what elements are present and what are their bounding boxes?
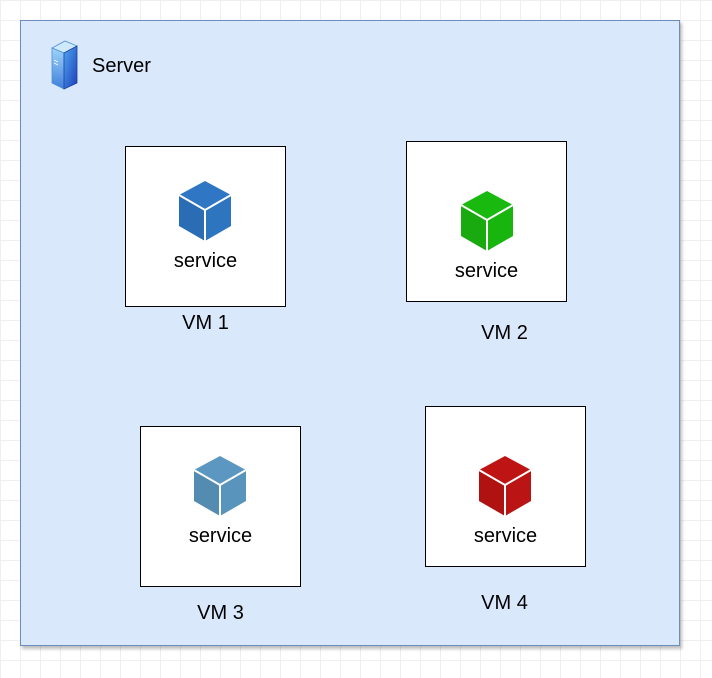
vm-2-label: VM 2 [481,322,528,344]
cube-icon [460,191,514,251]
server-icon [51,40,78,90]
server-label: Server [92,55,151,77]
vm-2-service-label: service [454,260,519,282]
vm-1-service-label: service [173,250,238,272]
cube-icon [178,181,232,241]
vm-1-label: VM 1 [182,312,229,334]
vm-4-label: VM 4 [481,592,528,614]
cube-icon [193,456,247,516]
vm-3-label: VM 3 [197,602,244,624]
vm-4-service-label: service [473,525,538,547]
vm-3-service-label: service [188,525,253,547]
cube-icon [478,456,532,516]
